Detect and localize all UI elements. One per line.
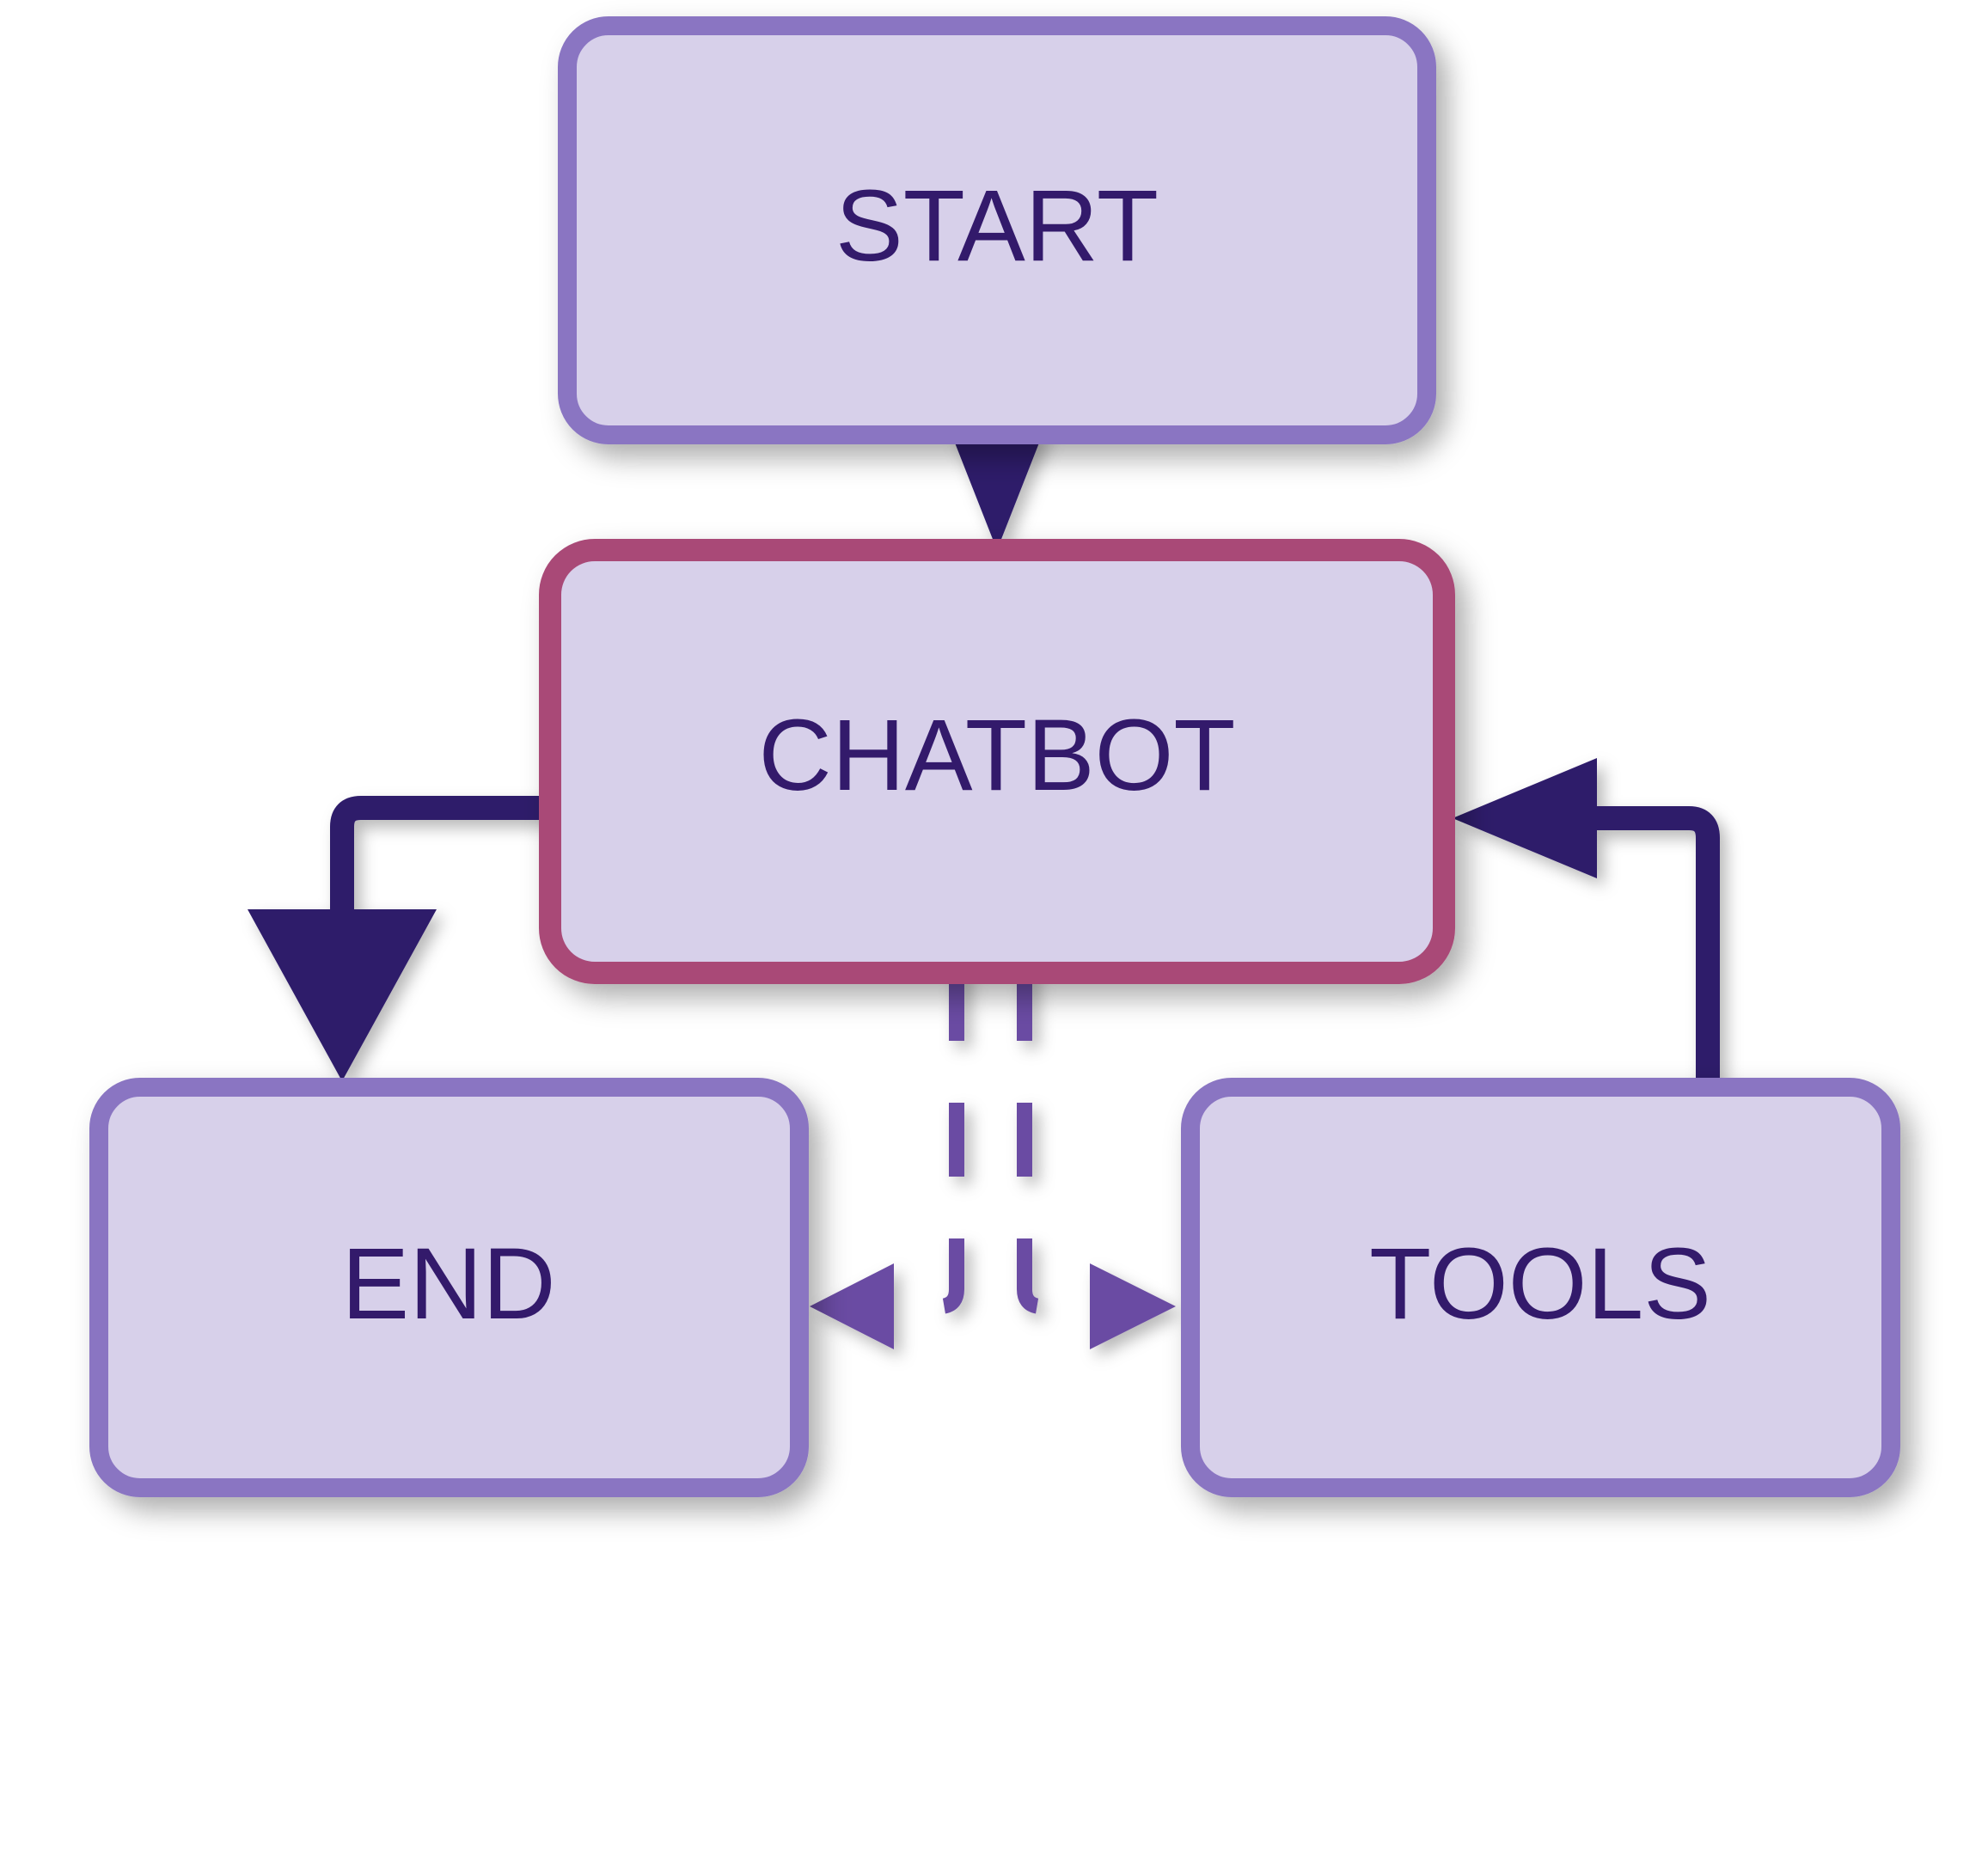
node-end-label: END — [341, 1227, 555, 1341]
edge-chatbot-to-end[interactable] — [248, 796, 593, 1081]
edge-layer — [248, 404, 1720, 1349]
node-end-box[interactable] — [89, 1078, 809, 1497]
node-layer: START CHATBOT END TOOLS — [89, 16, 1900, 1497]
node-tools-label: TOOLS — [1369, 1227, 1711, 1341]
node-chatbot[interactable]: CHATBOT — [539, 539, 1455, 984]
node-chatbot-box[interactable] — [539, 539, 1455, 984]
edge-chatbot-cond-tools[interactable] — [1017, 967, 1176, 1349]
edge-chatbot-cond-end[interactable] — [810, 967, 964, 1349]
node-chatbot-label: CHATBOT — [758, 699, 1235, 812]
node-start[interactable]: START — [558, 16, 1436, 444]
edge-tools-to-chatbot[interactable] — [1453, 758, 1720, 1085]
node-tools[interactable]: TOOLS — [1181, 1078, 1900, 1497]
node-end[interactable]: END — [89, 1078, 809, 1497]
node-tools-box[interactable] — [1181, 1078, 1900, 1497]
node-start-label: START — [835, 169, 1159, 283]
node-start-box[interactable] — [558, 16, 1436, 444]
